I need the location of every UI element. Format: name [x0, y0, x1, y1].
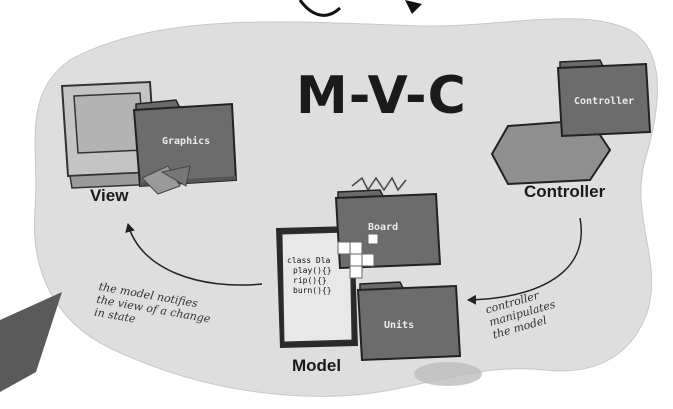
code-line: class Dla — [287, 256, 331, 265]
controller-folder-label: Controller — [574, 96, 635, 107]
model-label: Model — [292, 356, 342, 375]
controller-folder-icon — [556, 59, 652, 138]
board-folder-label: Board — [368, 222, 399, 233]
code-line: rip(){} — [293, 276, 327, 285]
corner-wedge — [0, 292, 62, 392]
code-line: burn(){} — [293, 286, 332, 295]
monitor-icon — [60, 80, 159, 189]
tetromino-icon — [337, 233, 379, 279]
top-decoration — [298, 0, 342, 17]
arrow-controller-to-model — [467, 217, 582, 305]
units-folder-icon — [356, 281, 462, 362]
scribble-icon — [351, 176, 407, 192]
controller-label: Controller — [524, 182, 606, 201]
top-decoration — [405, 0, 422, 14]
dust-effect — [414, 362, 482, 386]
code-sheet-icon — [276, 226, 358, 348]
pointer-icon — [160, 165, 191, 187]
diagram-title: M-V-C — [296, 66, 467, 126]
units-folder-label: Units — [384, 320, 415, 331]
arrow-model-to-view — [125, 223, 263, 286]
code-line: play(){} — [293, 266, 332, 275]
graphics-folder-label: Graphics — [162, 136, 211, 147]
code-snippet: class Dla play(){} rip(){} burn(){} — [287, 256, 332, 296]
view-label: View — [90, 186, 129, 205]
